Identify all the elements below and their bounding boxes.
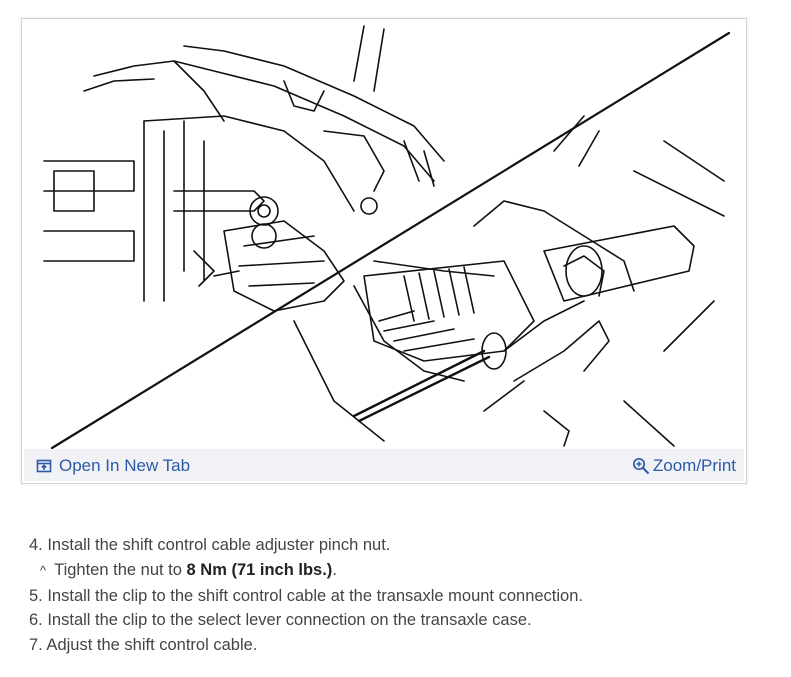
torque-prefix: Tighten the nut to xyxy=(54,560,187,579)
procedure-steps: 4. Install the shift control cable adjus… xyxy=(29,533,583,658)
torque-value: 8 Nm (71 inch lbs.) xyxy=(186,560,333,579)
zoom-print-link[interactable]: Zoom/Print xyxy=(632,456,736,476)
torque-suffix: . xyxy=(332,560,337,579)
magnifier-plus-icon xyxy=(632,457,650,475)
figure-toolbar: Open In New Tab Zoom/Print xyxy=(24,449,744,481)
step-6: 6. Install the clip to the select lever … xyxy=(29,611,532,630)
step-4: 4. Install the shift control cable adjus… xyxy=(29,536,391,554)
zoom-print-label: Zoom/Print xyxy=(652,456,736,475)
shift-cable-diagram xyxy=(43,25,731,449)
open-in-new-tab-link[interactable]: Open In New Tab xyxy=(36,456,190,476)
figure-container: Open In New Tab Zoom/Print xyxy=(21,18,747,484)
step-5: 5. Install the clip to the shift control… xyxy=(29,586,583,605)
open-in-new-tab-label: Open In New Tab xyxy=(59,456,191,475)
open-in-new-tab-icon xyxy=(36,459,52,473)
step-7: 7. Adjust the shift control cable. xyxy=(29,636,258,655)
step-4-substep: ^ Tighten the nut to 8 Nm (71 inch lbs.). xyxy=(29,558,583,584)
caret-icon: ^ xyxy=(40,562,47,578)
